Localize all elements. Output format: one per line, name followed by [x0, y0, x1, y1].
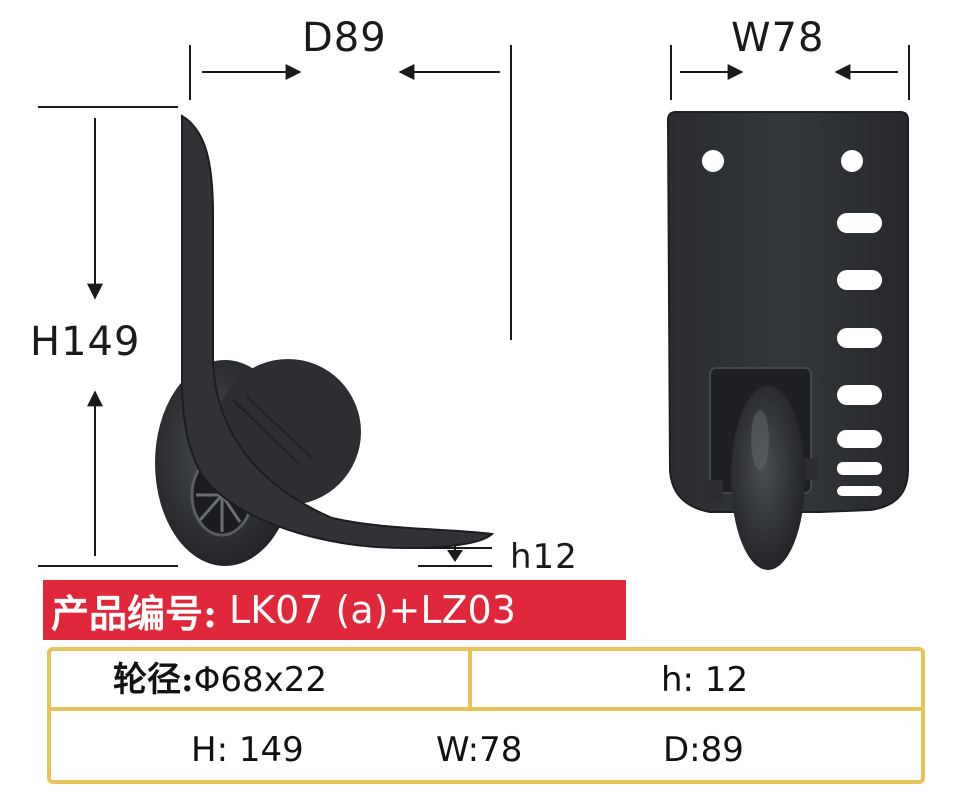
spec-table: 轮径:Φ68x22 h: 12 H: 149 W:78 D:89 — [47, 647, 925, 784]
width-cell: W:78 — [436, 730, 523, 770]
front-view-caster — [666, 111, 909, 570]
depth-cell: D:89 — [663, 730, 744, 770]
depth-dimension — [189, 45, 512, 340]
height-dimension — [38, 106, 178, 567]
spec-row-top: 轮径:Φ68x22 h: 12 — [51, 651, 921, 711]
small-h-dimension — [418, 546, 492, 567]
side-view-caster — [155, 114, 495, 566]
product-drawing — [38, 45, 910, 570]
wheel-diameter-cell: 轮径:Φ68x22 — [113, 663, 327, 697]
product-code-label: 产品编号: — [51, 590, 218, 636]
front-wheel — [731, 386, 805, 570]
height-label: H149 — [30, 319, 141, 365]
side-bracket — [181, 114, 495, 550]
small-h-label: h12 — [510, 537, 578, 577]
small-h-cell: h: 12 — [661, 660, 749, 700]
width-label: W78 — [731, 15, 825, 61]
product-code-banner: 产品编号: LK07 (a)+LZ03 — [43, 580, 626, 640]
width-dimension — [670, 45, 910, 100]
wheel-diameter-value: Φ68x22 — [193, 660, 327, 700]
depth-label: D89 — [302, 15, 387, 61]
product-code-value: LK07 (a)+LZ03 — [229, 588, 516, 632]
wheel-diameter-label: 轮径: — [113, 660, 194, 700]
spec-divider — [468, 651, 472, 707]
height-cell: H: 149 — [191, 730, 304, 770]
